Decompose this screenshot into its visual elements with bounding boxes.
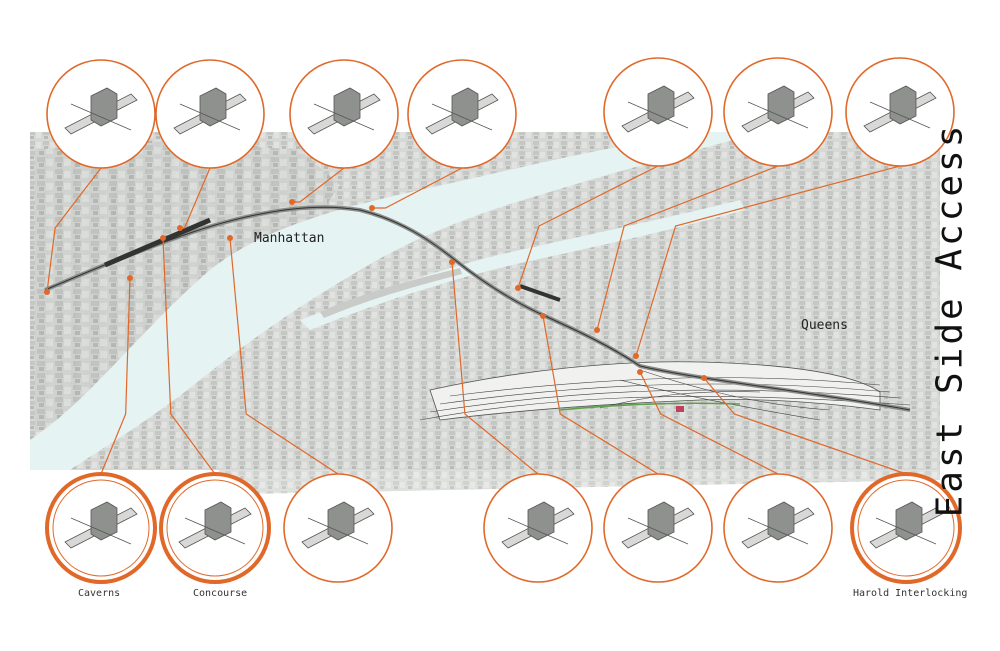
detail-circle-caverns-leader xyxy=(100,277,131,475)
detail-circle-harold-anchor xyxy=(701,375,707,381)
detail-circle-vent-anchor xyxy=(227,235,233,241)
manhattan-label: Manhattan xyxy=(254,231,325,246)
detail-circle-junction-a-anchor xyxy=(515,285,521,291)
detail-circle-harold-leader xyxy=(703,377,907,475)
detail-circle-columns xyxy=(46,59,156,169)
detail-circle-junction-a xyxy=(603,57,713,167)
detail-circle-crossing-b-leader xyxy=(635,165,901,357)
detail-circle-crossing-c-leader xyxy=(542,315,659,475)
detail-circle-crossing-a xyxy=(723,57,833,167)
detail-circle-caverns xyxy=(45,472,157,584)
detail-circle-portal-anchor xyxy=(637,369,643,375)
detail-circle-vent xyxy=(283,473,393,583)
page-title: East Side Access xyxy=(929,122,971,518)
detail-circle-caverns-anchor xyxy=(127,275,133,281)
detail-circle-junction-b xyxy=(483,473,593,583)
title-block: East Side Access xyxy=(918,123,982,518)
detail-circle-junction-a-leader xyxy=(517,165,659,289)
detail-circle-stair xyxy=(155,59,265,169)
detail-circle-junction-b-anchor xyxy=(449,259,455,265)
detail-circle-vent-leader xyxy=(229,237,339,475)
tunnel-alignment xyxy=(44,205,911,412)
river-channel xyxy=(300,200,745,330)
detail-circle-tunnel-span xyxy=(289,59,399,169)
detail-circle-crossing-a-anchor xyxy=(594,327,600,333)
detail-circle-crossing-c-anchor xyxy=(540,313,546,319)
detail-circle-crossing-b xyxy=(845,57,955,167)
detail-circle-harold xyxy=(850,472,962,584)
detail-circle-portal xyxy=(723,473,833,583)
leader-dots xyxy=(44,199,707,381)
detail-circle-stair-anchor xyxy=(177,225,183,231)
harold-label: Harold Interlocking xyxy=(853,588,968,599)
concourse-label: Concourse xyxy=(193,588,248,599)
detail-circles xyxy=(45,57,962,584)
roosevelt-island xyxy=(320,268,462,318)
detail-circle-junction-b-leader xyxy=(451,261,539,475)
queens-label: Queens xyxy=(801,318,848,333)
detail-circle-shaft-leader xyxy=(372,167,463,209)
detail-circle-portal-leader xyxy=(639,371,779,475)
detail-circle-columns-leader xyxy=(46,167,102,293)
leader-lines xyxy=(46,165,907,475)
caverns-label: Caverns xyxy=(78,588,121,599)
detail-circle-shaft-anchor xyxy=(369,205,375,211)
detail-circle-crossing-b-anchor xyxy=(633,353,639,359)
rail-yard xyxy=(419,361,911,421)
detail-circle-shaft xyxy=(407,59,517,169)
detail-circle-crossing-a-leader xyxy=(596,165,779,331)
east-river xyxy=(30,132,760,470)
detail-circle-concourse-leader xyxy=(162,237,216,475)
detail-circle-crossing-c xyxy=(603,473,713,583)
detail-circle-tunnel-span-anchor xyxy=(289,199,295,205)
detail-circle-concourse-anchor xyxy=(160,235,166,241)
detail-circle-columns-anchor xyxy=(44,289,50,295)
detail-circle-concourse xyxy=(159,472,271,584)
